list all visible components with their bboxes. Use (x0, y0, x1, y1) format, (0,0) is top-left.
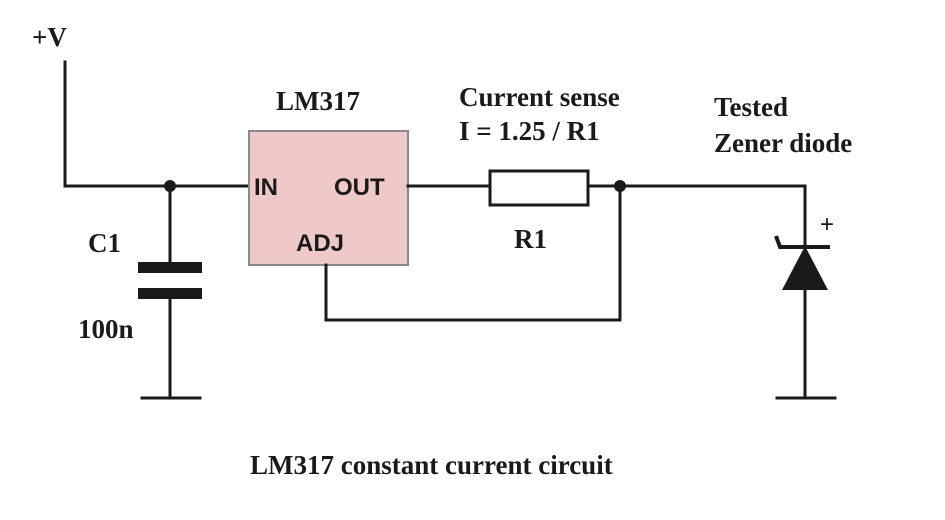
resistor-label: R1 (514, 224, 547, 254)
supply-wire (63, 60, 252, 188)
zener-diode (774, 235, 837, 400)
pin-out-label: OUT (334, 174, 385, 201)
pin-adj-label: ADJ (296, 230, 344, 257)
resistor-to-diode-wire (586, 184, 807, 247)
capacitor-label: C1 (88, 228, 121, 258)
capacitor-c1 (138, 184, 202, 400)
adj-feedback-wire (324, 184, 622, 322)
diode-label-line1: Tested (714, 92, 788, 122)
supply-label: +V (32, 22, 67, 52)
diode-label-line2: Zener diode (714, 128, 852, 158)
regulator-name-label: LM317 (276, 86, 360, 116)
current-sense-title: Current sense (459, 82, 620, 112)
current-sense-formula: I = 1.25 / R1 (459, 116, 600, 146)
lm317-box (248, 130, 409, 266)
polarity-plus-label: + (820, 211, 834, 238)
pin-in-label: IN (254, 174, 278, 201)
capacitor-value-label: 100n (78, 314, 134, 344)
diagram-caption: LM317 constant current circuit (250, 450, 613, 480)
junction-node-input (164, 180, 176, 192)
resistor-r1 (488, 169, 590, 207)
